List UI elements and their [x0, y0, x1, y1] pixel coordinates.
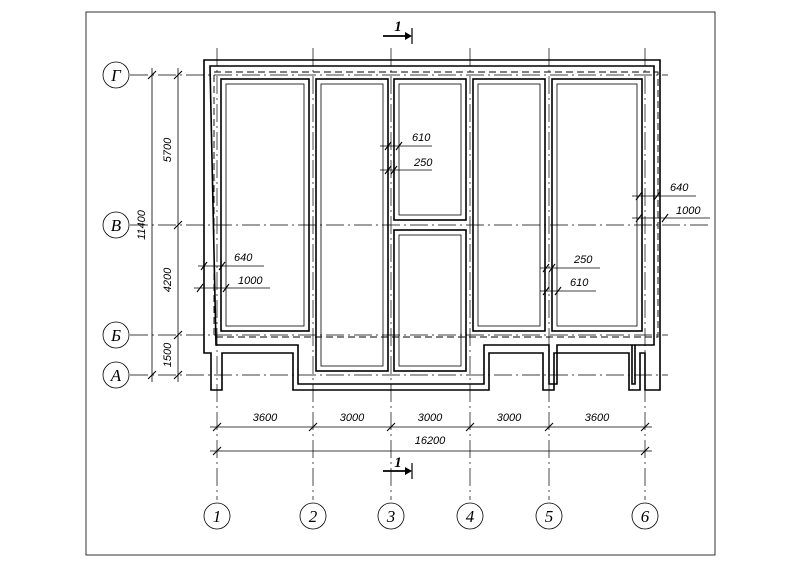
inner-foundation-outline [209, 65, 655, 385]
callout-top-250: 250 [413, 157, 433, 169]
column-label-2: 2 [309, 507, 318, 526]
arrow-right-icon [405, 467, 412, 475]
arrow-right-icon [405, 32, 412, 40]
dim-span-2-3: 3000 [340, 412, 365, 424]
section-mark-bottom: 1 [383, 455, 413, 479]
cell-3-bottom [393, 229, 467, 372]
column-bubble-4 [456, 502, 484, 530]
cell-4 [472, 78, 546, 332]
callout-top-610: 610 [412, 132, 431, 144]
callout-inner-610: 610 [570, 277, 589, 289]
row-label-V: В [111, 216, 122, 235]
callout-left-wall: 640 1000 [194, 252, 270, 293]
dim-span-5-6: 3600 [585, 412, 610, 424]
dim-span-1-2: 3600 [253, 412, 278, 424]
callout-right-wall: 640 1000 [632, 182, 710, 223]
column-bubble-2 [299, 502, 327, 530]
column-bubble-6 [631, 502, 659, 530]
dim-overall-width: 16200 [415, 435, 446, 447]
section-mark-top: 1 [383, 19, 413, 44]
section-label-top: 1 [394, 19, 402, 35]
row-label-A: А [110, 366, 122, 385]
row-label-B: Б [110, 326, 121, 345]
section-label-bottom: 1 [394, 455, 402, 471]
row-bubble-A [102, 361, 130, 389]
column-bubbles: 1 2 3 4 5 6 [203, 502, 659, 530]
dashed-offset-line [213, 71, 659, 338]
row-bubble-G [102, 61, 130, 89]
horizontal-dimension-chain: 3600 3000 3000 3000 3600 16200 [210, 412, 652, 456]
dim-overall-height: 11400 [136, 209, 148, 240]
dim-span-V-B: 4200 [162, 267, 174, 292]
callout-inner-right-wall: 250 610 [540, 254, 600, 296]
column-label-4: 4 [466, 507, 475, 526]
column-bubble-3 [377, 502, 405, 530]
callout-top-wall: 610 250 [380, 132, 433, 175]
dim-span-G-V: 5700 [162, 137, 174, 162]
column-bubble-5 [535, 502, 563, 530]
callout-inner-250: 250 [573, 254, 593, 266]
callout-right-640: 640 [670, 182, 689, 194]
column-label-3: 3 [386, 507, 396, 526]
cells [220, 78, 643, 372]
cell-3-top [393, 78, 467, 221]
dim-span-3-4: 3000 [418, 412, 443, 424]
dim-span-4-5: 3000 [497, 412, 522, 424]
column-label-5: 5 [545, 507, 554, 526]
column-label-6: 6 [641, 507, 650, 526]
row-bubbles: Г В Б А [102, 61, 130, 389]
vertical-axis-lines [216, 48, 646, 500]
cell-5 [551, 78, 643, 332]
callout-right-1000: 1000 [676, 205, 701, 217]
cell-1 [220, 78, 310, 332]
outer-foundation-outline [203, 59, 661, 391]
column-label-1: 1 [213, 507, 222, 526]
row-label-G: Г [110, 66, 122, 85]
cell-2 [315, 78, 389, 372]
dim-span-B-A: 1500 [162, 342, 174, 367]
callout-left-1000: 1000 [238, 275, 263, 287]
column-bubble-1 [203, 502, 231, 530]
callout-left-640: 640 [234, 252, 253, 264]
sheet-border [85, 11, 716, 556]
row-bubble-B [102, 321, 130, 349]
vertical-dimension-chain: 5700 4200 1500 11400 [136, 68, 183, 382]
row-bubble-V [102, 211, 130, 239]
